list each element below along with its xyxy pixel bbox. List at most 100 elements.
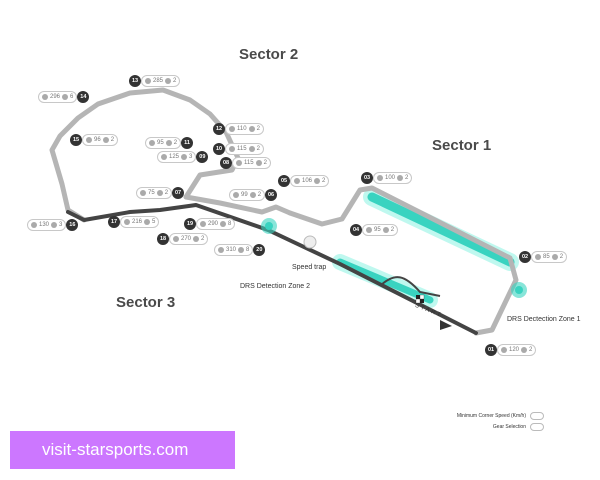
corner-speed: 75: [148, 190, 155, 196]
speed-indicator-icon: [31, 222, 37, 228]
corner-gear: 2: [256, 126, 260, 132]
gear-icon: [314, 178, 321, 184]
corner-info-pill: 310 8: [214, 244, 254, 256]
gear-icon: [255, 160, 262, 166]
corner-number: 07: [172, 187, 185, 199]
corner-gear: 2: [405, 175, 409, 181]
gear-icon: [238, 247, 245, 253]
corner-info-pill: 95 2: [362, 224, 399, 236]
corner-speed: 95: [374, 227, 381, 233]
corner-info-pill: 115 2: [225, 143, 264, 155]
corner-speed: 115: [237, 146, 247, 152]
promo-banner-text: visit-starsports.com: [42, 440, 189, 459]
corner-number: 13: [129, 75, 141, 87]
corner-speed: 85: [543, 254, 550, 260]
corner-number: 02: [519, 251, 531, 263]
corner-speed: 216: [132, 219, 143, 225]
corner-info-pill: 99 2: [229, 189, 266, 201]
corner-speed: 310: [226, 247, 237, 253]
track-main-straight: [66, 203, 478, 335]
gear-icon: [156, 190, 163, 196]
corner-gear: 2: [529, 347, 533, 353]
drs-detection-2-core: [265, 222, 273, 230]
corner-number: 19: [184, 218, 196, 230]
corner-gear: 2: [173, 78, 177, 84]
gear-icon: [248, 126, 255, 132]
corner-gear: 8: [246, 247, 250, 253]
gear-icon: [62, 94, 69, 100]
corner-gear: 2: [256, 146, 260, 152]
corner-number: 12: [213, 123, 225, 135]
gear-icon: [102, 137, 109, 143]
corner-gear: 2: [322, 178, 326, 184]
corner-number: 05: [278, 175, 290, 187]
drs-detection-1-core: [515, 286, 523, 294]
checkered-flag-icon: [415, 294, 425, 304]
gear-icon: [551, 254, 558, 260]
corner-gear: 2: [559, 254, 564, 260]
corner-gear: 2: [173, 140, 178, 146]
track-inner-lane: [379, 276, 441, 297]
gear-icon: [51, 222, 58, 228]
speed-indicator-icon: [140, 190, 146, 196]
sector-1-label: Sector 1: [432, 137, 492, 154]
speed-indicator-icon: [229, 126, 235, 132]
track-sector2-link: [183, 194, 293, 216]
drs-detection-zone-1-label: DRS Dectection Zone 1: [507, 316, 581, 323]
corner-number: 08: [220, 157, 232, 169]
legend-corner-speed-label: Minimum Corner Speed (Km/h): [456, 413, 526, 419]
corner-number: 03: [361, 172, 373, 184]
corner-speed: 125: [169, 154, 180, 160]
corner-speed: 95: [157, 140, 164, 146]
corner-speed: 130: [39, 222, 50, 228]
corner-speed: 290: [208, 221, 219, 227]
corner-gear: 2: [390, 227, 395, 233]
drs-detection-zone-2-label: DRS Detection Zone 2: [240, 283, 311, 290]
speed-indicator-icon: [161, 154, 167, 160]
corner-number: 04: [350, 224, 362, 236]
corner-callout-04: 04 95 2: [350, 224, 399, 236]
corner-speed: 285: [153, 78, 164, 84]
sector-2-label: Sector 2: [239, 46, 299, 63]
corner-info-pill: 216 5: [120, 216, 160, 228]
corner-number: 20: [253, 244, 266, 256]
gear-icon: [181, 154, 188, 160]
speed-indicator-icon: [535, 254, 541, 260]
corner-speed: 296: [50, 94, 61, 100]
corner-callout-13: 13 285 2: [129, 75, 181, 87]
speed-indicator-icon: [200, 221, 206, 227]
gear-icon: [521, 347, 528, 353]
corner-number: 01: [485, 344, 497, 356]
corner-gear: 2: [257, 192, 262, 198]
corner-number: 06: [265, 189, 278, 201]
speed-indicator-icon: [42, 94, 48, 100]
speed-indicator-icon: [294, 178, 300, 184]
corner-number: 15: [70, 134, 82, 146]
gear-icon: [193, 236, 200, 242]
speed-indicator-icon: [501, 347, 507, 353]
gear-icon: [382, 227, 389, 233]
corner-callout-02: 02 85 2: [519, 251, 568, 263]
corner-gear: 5: [152, 219, 156, 225]
gear-icon: [248, 146, 255, 152]
speed-indicator-icon: [86, 137, 92, 143]
corner-info-pill: 285 2: [141, 75, 181, 87]
gear-icon: [397, 175, 404, 181]
corner-speed: 99: [241, 192, 248, 198]
promo-banner[interactable]: visit-starsports.com: [10, 431, 235, 469]
gear-icon: [165, 78, 172, 84]
